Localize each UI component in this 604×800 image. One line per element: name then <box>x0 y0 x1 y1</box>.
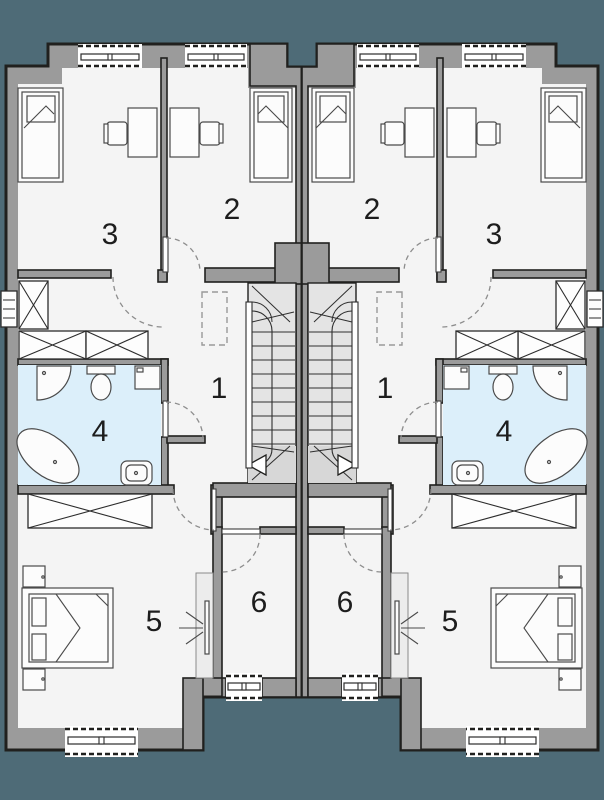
door-bedroom-main <box>172 488 217 532</box>
room-label-left-bedroom5: 5 <box>146 605 163 638</box>
door-bedroom-inner <box>162 236 201 273</box>
single-bed-outer <box>17 87 64 183</box>
wardrobe-double <box>18 330 149 360</box>
room-label-left-dressing: 6 <box>251 586 268 619</box>
nightstand-bottom <box>22 668 46 691</box>
desk-inner <box>169 107 200 158</box>
wall-under-stairs <box>212 482 297 498</box>
wall-bedroom3-hall <box>17 269 112 279</box>
room-label-left-bedroom3: 3 <box>102 218 119 251</box>
wall-dressing-top <box>259 526 297 535</box>
bathtub <box>16 428 80 484</box>
wall-dressing-bottom-left <box>221 677 227 698</box>
room-label-left-hall: 1 <box>211 372 228 405</box>
washing-machine <box>134 365 161 390</box>
room-label-right-bedroom3: 3 <box>486 218 503 251</box>
room-label-right-bedroom2: 2 <box>364 193 381 226</box>
wall-bath-top <box>17 358 169 366</box>
room-label-right-dressing: 6 <box>337 586 354 619</box>
skylight-dashed-outline <box>201 291 228 346</box>
room-label-right-bedroom5: 5 <box>442 605 459 638</box>
toilet <box>86 365 116 401</box>
window-bedroom-outer <box>78 44 142 68</box>
desk-chair-outer <box>103 121 128 146</box>
stair-winders-top <box>251 285 295 323</box>
wall-stair-head <box>274 242 303 285</box>
window-bedroom-main <box>65 726 138 757</box>
window-dressing-room <box>226 673 262 701</box>
window-bedroom-inner <box>185 44 247 68</box>
wall-bottom-step <box>182 677 204 751</box>
nightstand-top <box>22 565 46 588</box>
radiator <box>0 290 18 328</box>
door-dressing-room <box>221 528 261 573</box>
tv-panel <box>179 572 214 679</box>
stair-winders-bottom <box>251 445 295 481</box>
double-bed <box>21 587 114 669</box>
shower <box>36 365 72 401</box>
unit-left <box>0 42 304 757</box>
wall-hall-stub <box>166 435 206 444</box>
door-bedroom-outer <box>112 276 164 328</box>
wardrobe-tall <box>18 280 49 330</box>
desk-chair-inner <box>199 121 224 146</box>
room-labels: 1 2 3 4 5 6 1 2 3 4 5 6 <box>92 193 513 638</box>
room-label-left-bathroom: 4 <box>92 415 109 448</box>
wall-bath-right-upper <box>160 358 169 404</box>
desk-outer <box>127 107 158 158</box>
room-label-right-hall: 1 <box>377 372 394 405</box>
sink <box>120 460 153 486</box>
wardrobe-bedroom-main <box>27 493 153 529</box>
unit-right-mirror <box>300 42 604 759</box>
room-label-right-bathroom: 4 <box>496 415 513 448</box>
door-bathroom <box>162 400 204 440</box>
wall-dressing-bottom-right <box>261 677 297 698</box>
single-bed-inner <box>249 87 293 183</box>
wall-bed5-dressing-divider <box>212 526 223 679</box>
wall-bath-right-lower <box>160 436 169 491</box>
stair-direction-arrow-icon <box>246 453 267 477</box>
room-label-left-bedroom2: 2 <box>224 193 241 226</box>
wall-bath-bottom <box>17 484 175 495</box>
stair-railing <box>245 301 253 469</box>
staircase <box>245 282 297 484</box>
